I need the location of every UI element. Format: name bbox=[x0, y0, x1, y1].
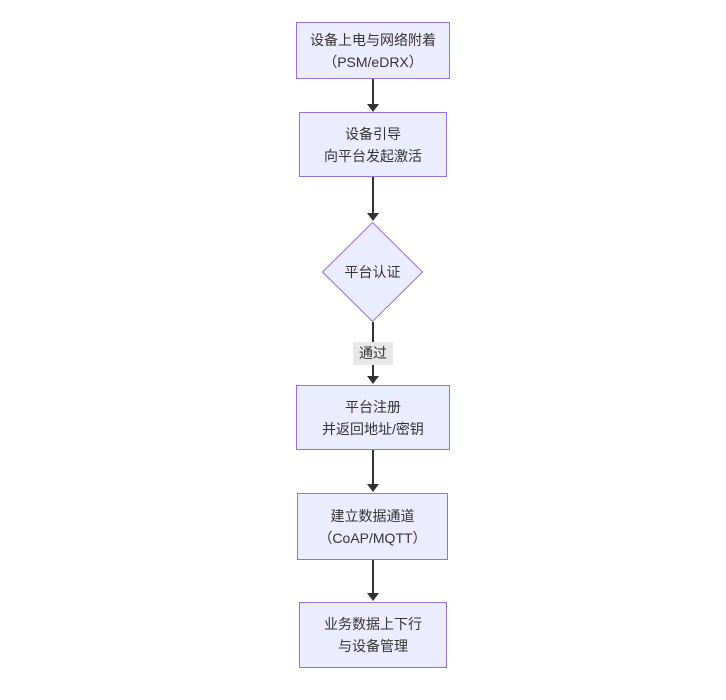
arrow-head-icon bbox=[367, 213, 379, 221]
arrow-head-icon bbox=[367, 376, 379, 384]
node-label-line: 并返回地址/密钥 bbox=[322, 420, 424, 437]
node-business-data: 业务数据上下行 与设备管理 bbox=[299, 602, 447, 668]
node-label-line: 设备引导 bbox=[345, 125, 401, 142]
node-power-attach: 设备上电与网络附着 （PSM/eDRX） bbox=[296, 22, 450, 79]
arrow-head-icon bbox=[367, 104, 379, 112]
node-label-line: （CoAP/MQTT） bbox=[318, 529, 427, 546]
node-label-line: 与设备管理 bbox=[338, 638, 408, 654]
node-bootstrap: 设备引导 向平台发起激活 bbox=[299, 112, 447, 177]
arrow-head-icon bbox=[367, 484, 379, 492]
arrow-head-icon bbox=[367, 593, 379, 601]
node-label-line: （PSM/eDRX） bbox=[323, 53, 423, 70]
node-label-line: 设备上电与网络附着 bbox=[310, 31, 436, 48]
node-platform-register: 平台注册 并返回地址/密钥 bbox=[296, 385, 450, 450]
node-label-line: 业务数据上下行 bbox=[324, 616, 422, 632]
edge-line bbox=[372, 450, 374, 484]
node-platform-auth-decision: 平台认证 bbox=[322, 222, 423, 322]
node-label-line: 建立数据通道 bbox=[330, 507, 415, 524]
node-label-line: 平台注册 bbox=[345, 398, 401, 415]
node-data-channel: 建立数据通道 （CoAP/MQTT） bbox=[297, 493, 448, 560]
node-label-line: 向平台发起激活 bbox=[324, 147, 422, 164]
edge-label-pass: 通过 bbox=[353, 342, 393, 365]
edge-line bbox=[372, 79, 374, 104]
diamond-shape-icon bbox=[322, 222, 423, 322]
node-label-line: 平台认证 bbox=[344, 264, 401, 280]
edge-line bbox=[372, 560, 374, 593]
edge-line bbox=[372, 177, 374, 213]
